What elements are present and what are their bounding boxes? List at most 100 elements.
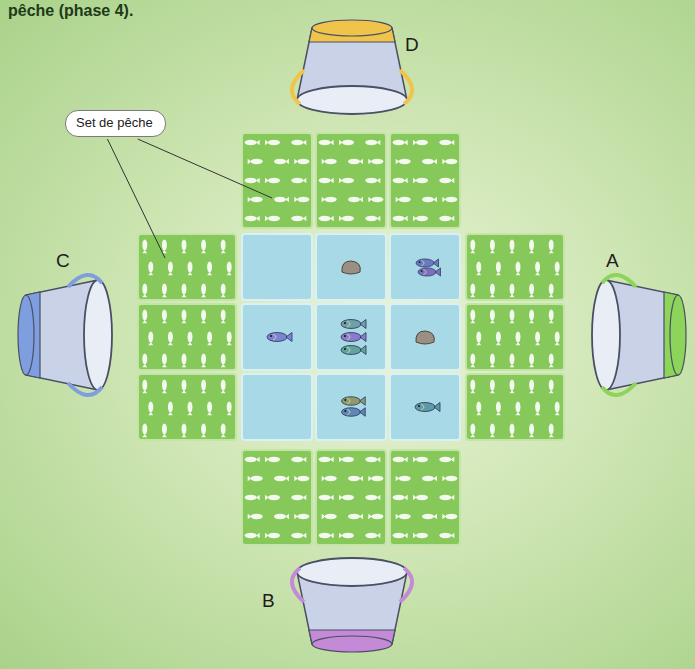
fish-tail xyxy=(368,514,372,519)
fish-body xyxy=(470,380,475,391)
fish-silhouette xyxy=(201,380,206,394)
fish-body xyxy=(201,284,206,295)
fish-body xyxy=(291,140,303,145)
fish-body xyxy=(342,408,361,417)
fish-silhouette xyxy=(227,262,232,276)
fish-silhouette xyxy=(393,533,408,538)
fishing-card xyxy=(466,374,564,440)
fish-silhouette xyxy=(162,380,167,394)
fish-body xyxy=(268,216,280,221)
fish-tail xyxy=(221,434,226,437)
fish-body xyxy=(251,159,263,164)
fish-tail xyxy=(433,476,437,481)
fish-tail xyxy=(404,178,408,183)
fish-body xyxy=(393,495,405,500)
fish-body xyxy=(496,262,501,273)
fish-body xyxy=(470,284,475,295)
fish-silhouette xyxy=(142,310,147,324)
fish-silhouette xyxy=(291,457,306,462)
fish-body xyxy=(490,310,495,321)
fish-silhouette xyxy=(368,514,383,519)
fish-tail xyxy=(162,294,167,297)
fish-body xyxy=(325,514,337,519)
fish-body xyxy=(348,514,360,519)
fish-silhouette xyxy=(148,262,153,276)
fish-body xyxy=(325,476,337,481)
fish-tail xyxy=(168,272,173,275)
fish-silhouette xyxy=(490,240,495,254)
fish-tail xyxy=(368,159,372,164)
fish-tail xyxy=(413,495,417,500)
bucket-handle xyxy=(292,568,304,602)
fish-silhouette xyxy=(207,262,212,276)
fish-tail xyxy=(322,197,326,202)
fish-body xyxy=(496,402,501,413)
fish-silhouette xyxy=(148,332,153,346)
bucket xyxy=(292,20,412,114)
fish-tail xyxy=(476,342,481,345)
fish-body xyxy=(529,380,534,391)
fish-tail xyxy=(451,457,455,462)
fish-body xyxy=(415,403,435,412)
fish-silhouette xyxy=(188,262,193,276)
fish-tail xyxy=(265,216,269,221)
fish-body xyxy=(274,197,286,202)
fish-silhouette xyxy=(142,354,147,368)
fish-silhouette xyxy=(148,402,153,416)
fish-body xyxy=(201,380,206,391)
lake-tile xyxy=(242,304,312,370)
fish-silhouette xyxy=(549,354,554,368)
fish-silhouette xyxy=(393,457,408,462)
fish-tail xyxy=(294,159,298,164)
fish-tail xyxy=(470,320,475,323)
fish-silhouette xyxy=(168,332,173,346)
fish-silhouette xyxy=(322,514,337,519)
fish-silhouette xyxy=(368,476,383,481)
fish-tail xyxy=(142,294,147,297)
fish-body xyxy=(365,495,377,500)
fish-silhouette xyxy=(291,140,306,145)
fish-silhouette xyxy=(245,533,260,538)
fish-body xyxy=(516,402,521,413)
fish-body xyxy=(555,402,560,413)
fish-tail xyxy=(294,476,298,481)
fish-body xyxy=(342,457,354,462)
card-face xyxy=(242,450,312,545)
fish-silhouette xyxy=(422,514,437,519)
fish-body xyxy=(439,457,451,462)
fish-silhouette xyxy=(168,402,173,416)
fish-body xyxy=(227,402,232,413)
fish-silhouette xyxy=(365,457,380,462)
fish-tail xyxy=(490,294,495,297)
card-face xyxy=(466,304,564,370)
fish-silhouette xyxy=(221,354,226,368)
fish-tail xyxy=(549,250,554,253)
fish-silhouette xyxy=(496,262,501,276)
fish-tail xyxy=(182,364,187,367)
tile-face xyxy=(390,304,460,370)
fish-silhouette xyxy=(470,424,475,438)
fish-silhouette xyxy=(322,197,337,202)
fish-token xyxy=(341,320,366,329)
fish-body xyxy=(549,380,554,391)
fish-body xyxy=(291,533,303,538)
fish-tail xyxy=(535,342,540,345)
fish-body xyxy=(490,240,495,251)
fish-body xyxy=(319,495,331,500)
fish-body xyxy=(422,514,434,519)
fish-silhouette xyxy=(439,457,454,462)
fish-tail xyxy=(377,533,381,538)
fish-tail xyxy=(303,495,307,500)
fish-tail xyxy=(555,342,560,345)
fish-silhouette xyxy=(182,380,187,394)
fish-eye xyxy=(344,322,346,324)
fish-silhouette xyxy=(510,240,515,254)
fish-body xyxy=(393,178,405,183)
card-face xyxy=(466,374,564,440)
fish-silhouette xyxy=(535,332,540,346)
card-face xyxy=(466,234,564,300)
fish-silhouette xyxy=(442,476,457,481)
fish-body xyxy=(470,310,475,321)
fish-eye xyxy=(418,405,420,407)
fish-tail xyxy=(516,272,521,275)
